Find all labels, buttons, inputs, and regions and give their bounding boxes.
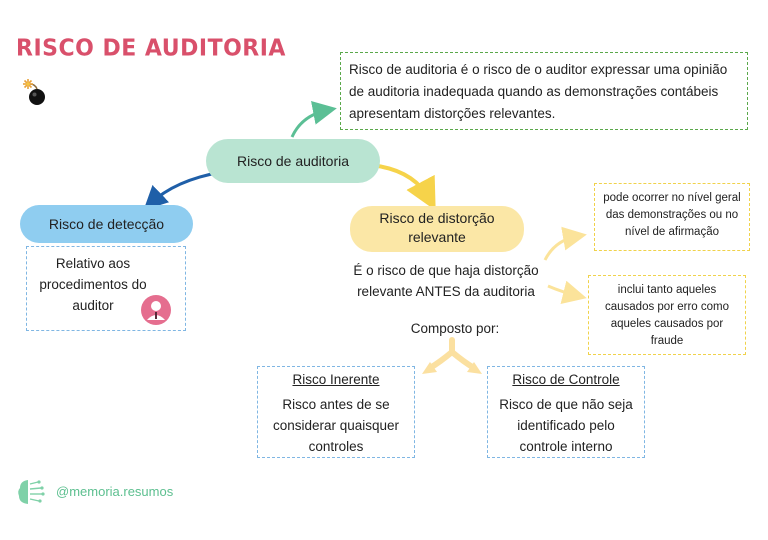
arrow-to-level-note	[543, 226, 587, 261]
center-node: Risco de auditoria	[206, 139, 380, 183]
distortion-node: Risco de distorção relevante	[350, 206, 524, 252]
detection-label: Risco de detecção	[48, 216, 165, 232]
footer-handle[interactable]: @memoria.resumos	[56, 484, 174, 499]
arrow-to-distortion	[377, 164, 436, 211]
arrow-to-detection	[143, 170, 223, 211]
distortion-description: É o risco de que haja distorção relevant…	[353, 263, 539, 299]
inherent-description: Risco antes de se considerar quaisquer c…	[272, 397, 400, 454]
center-node-label: Risco de auditoria	[236, 153, 350, 169]
composed-by-label: Composto por:	[410, 321, 500, 336]
inherent-box: Risco Inerente Risco antes de se conside…	[257, 366, 415, 458]
arrow-to-definition	[290, 101, 337, 138]
causes-note-text: inclui tanto aqueles causados por erro c…	[604, 284, 729, 347]
brain-logo-icon	[18, 480, 45, 504]
causes-note-box: inclui tanto aqueles causados por erro c…	[588, 275, 746, 355]
level-note-box: pode ocorrer no nível geral das demonstr…	[594, 183, 750, 251]
page-title: RISCO DE AUDITORIA	[16, 35, 286, 62]
arrow-to-causes-note	[547, 280, 587, 305]
detection-node: Risco de detecção	[20, 205, 193, 243]
detection-description: Relativo aos procedimentos do auditor	[39, 256, 147, 313]
level-note-text: pode ocorrer no nível geral das demonstr…	[603, 192, 741, 238]
control-label: Risco de Controle	[512, 372, 620, 387]
distortion-description-box: É o risco de que haja distorção relevant…	[333, 260, 559, 304]
auditor-avatar-icon	[141, 295, 171, 325]
definition-box: Risco de auditoria é o risco de o audito…	[340, 52, 748, 130]
split-arrow	[427, 337, 477, 371]
control-description: Risco de que não seja identificado pelo …	[499, 397, 633, 454]
control-box: Risco de Controle Risco de que não seja …	[487, 366, 645, 458]
detection-box: Relativo aos procedimentos do auditor	[26, 246, 186, 331]
definition-text: Risco de auditoria é o risco de o audito…	[349, 62, 728, 121]
inherent-label: Risco Inerente	[292, 372, 380, 387]
bomb-icon	[23, 79, 45, 105]
distortion-label: Risco de distorção relevante	[379, 210, 495, 245]
